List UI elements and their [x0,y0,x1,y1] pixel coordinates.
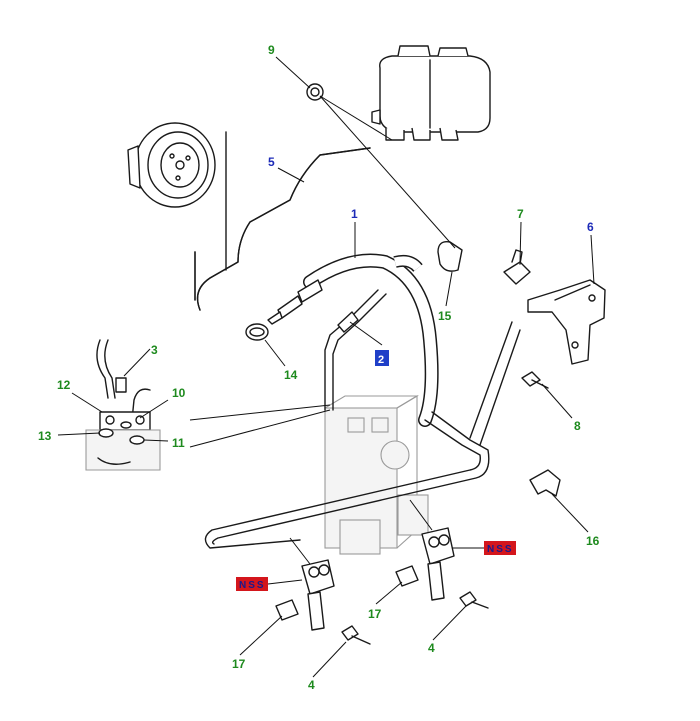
callout-2-box: 2 [375,350,389,366]
callout-13: 13 [38,429,52,443]
clip-nut-17-left [275,599,299,621]
callout-2: 2 [378,354,384,366]
washers-11-13 [98,421,145,445]
callout-10: 10 [172,386,186,400]
callout-11: 11 [172,436,185,450]
nss-tag-right: NSS [484,541,516,555]
callout-5: 5 [268,155,275,169]
clip [529,469,561,497]
nss-tag-left: NSS [236,577,268,591]
cooler-pipe-loop [204,321,521,549]
hose-clip-15 [437,241,463,272]
bolt-4-right [459,591,489,609]
pipe-clamp-right [421,527,455,601]
mounting-bracket [503,249,606,365]
callout-7: 7 [517,207,524,221]
return-hose [194,147,371,311]
steering-gear-box [324,395,429,555]
pressure-hose [267,253,439,427]
o-ring-14 [245,323,269,341]
callout-4-left: 4 [308,678,315,692]
callout-12: 12 [57,378,71,392]
steel-pipe [324,289,387,411]
pipe-clamp-left [301,559,335,631]
callout-14: 14 [284,368,298,382]
callout-1: 1 [351,207,358,221]
svg-text:NSS: NSS [487,544,514,555]
callout-9: 9 [268,43,275,57]
callout-3: 3 [151,343,158,357]
hose-clip-9 [306,83,324,101]
bolt-8 [521,371,549,389]
svg-text:NSS: NSS [239,580,266,591]
callout-6: 6 [587,220,594,234]
callout-17-right: 17 [368,607,382,621]
fluid-reservoir [371,45,491,141]
pump-pulley [127,122,227,271]
callout-4-right: 4 [428,641,435,655]
callout-8: 8 [574,419,581,433]
clip-nut-17-right [395,565,419,587]
callout-15: 15 [438,309,452,323]
leader-lines [57,56,595,678]
callout-labels: 1 2 3 4 4 5 6 7 8 9 10 11 12 13 14 15 16… [38,43,600,692]
fitting-block [85,339,161,471]
callout-17-left: 17 [232,657,246,671]
callout-16: 16 [586,534,600,548]
bolt-4-left [341,625,371,645]
